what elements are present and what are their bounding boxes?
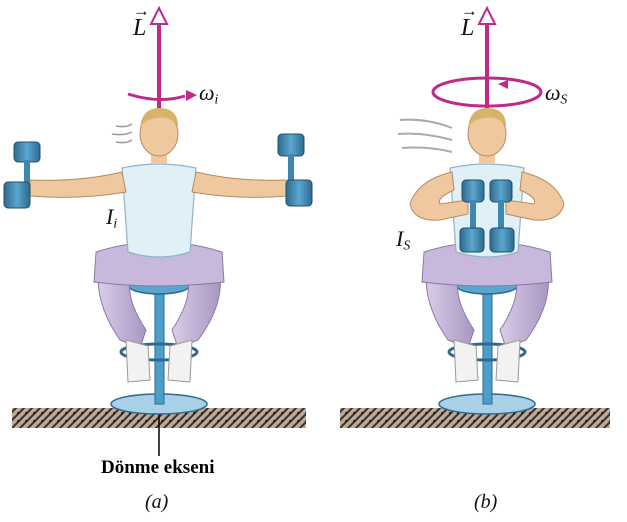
omega-symbol-a: ω (199, 80, 215, 105)
caption-a: (a) (145, 492, 168, 512)
inertia-label-a: Ii (106, 206, 117, 230)
torso-a (122, 164, 196, 257)
inertia-sub-a: i (113, 215, 117, 230)
omega-sub-b: S (561, 91, 568, 106)
motion-lines-a (112, 124, 132, 143)
angular-momentum-arrow-a (151, 8, 167, 118)
caption-b: (b) (474, 492, 497, 512)
panel-a (4, 8, 312, 456)
omega-label-a: ωi (199, 82, 218, 106)
head-b (468, 108, 506, 164)
vector-l-text-b: L (461, 16, 474, 40)
motion-lines-b (398, 120, 452, 152)
omega-symbol-b: ω (545, 80, 561, 105)
vector-l-label-b: L (461, 16, 474, 40)
head-a (140, 108, 178, 164)
inertia-sub-b: S (403, 237, 410, 252)
omega-label-b: ωS (545, 82, 567, 106)
rotation-arc-a (128, 90, 197, 101)
dumbbell-left-a (4, 142, 40, 208)
vector-l-label-a: L (133, 16, 146, 40)
omega-sub-a: i (215, 91, 219, 106)
rotation-axis-caption: Dönme ekseni (101, 458, 214, 477)
angular-momentum-arrow-b (479, 8, 495, 118)
vector-l-text-a: L (133, 16, 146, 40)
panel-b (340, 8, 610, 428)
inertia-label-b: IS (396, 228, 410, 252)
